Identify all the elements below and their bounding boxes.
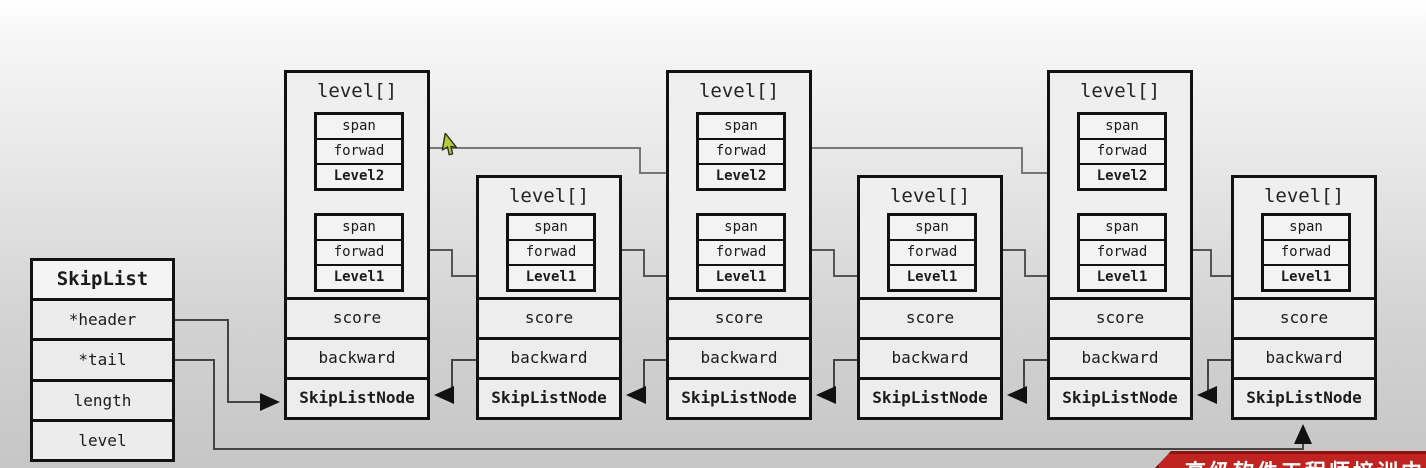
mouse-cursor-icon <box>441 133 458 156</box>
skiplist-struct-box: SkipList *header *tail length level <box>30 258 175 462</box>
backward-row: backward <box>860 337 1000 377</box>
level-array-label: level[] <box>508 185 590 207</box>
level2-entry: span forwad Level2 <box>696 112 786 191</box>
span-cell: span <box>699 115 783 138</box>
skiplist-field-header: *header <box>33 301 172 342</box>
forward-cell: forwad <box>317 138 401 163</box>
score-row: score <box>1050 297 1190 337</box>
watermark-banner-text: 高级软件工程师培训中心 <box>1185 456 1426 468</box>
level1-entry: span forwad Level1 <box>696 213 786 292</box>
level-name-cell: Level1 <box>509 264 593 289</box>
level-name-cell: Level1 <box>699 264 783 289</box>
span-cell: span <box>509 216 593 239</box>
level-array-label: level[] <box>1263 185 1345 207</box>
backward-line-n6-n5 <box>1197 359 1231 404</box>
backward-line-n4-n3 <box>816 359 857 404</box>
skiplist-node-6: level[] span forwad Level1 score backwar… <box>1231 175 1377 420</box>
span-cell: span <box>1264 216 1348 239</box>
score-row: score <box>479 297 619 337</box>
skiplist-field-level: level <box>33 421 172 459</box>
level-name-cell: Level1 <box>1264 264 1348 289</box>
skiplistnode-row: SkipListNode <box>1234 377 1374 417</box>
span-cell: span <box>699 216 783 239</box>
forward-cell: forwad <box>699 138 783 163</box>
skiplistnode-row: SkipListNode <box>669 377 809 417</box>
level-name-cell: Level1 <box>1080 264 1164 289</box>
span-cell: span <box>1080 115 1164 138</box>
span-cell: span <box>317 216 401 239</box>
skiplist-node-3: level[] span forwad Level2 span forwad L… <box>666 70 812 420</box>
level-array-label: level[] <box>1079 80 1161 102</box>
skiplist-field-length: length <box>33 381 172 422</box>
level-array-label: level[] <box>889 185 971 207</box>
score-row: score <box>1234 297 1374 337</box>
score-row: score <box>860 297 1000 337</box>
level1-entry: span forwad Level1 <box>1261 213 1351 292</box>
backward-line-n5-n4 <box>1007 359 1047 404</box>
backward-row: backward <box>479 337 619 377</box>
skiplistnode-row: SkipListNode <box>287 377 427 417</box>
level-array-label: level[] <box>316 80 398 102</box>
forward-cell: forwad <box>317 239 401 264</box>
skiplist-field-tail: *tail <box>33 341 172 382</box>
forward-cell: forwad <box>1264 239 1348 264</box>
level-name-cell: Level2 <box>317 163 401 188</box>
skiplist-node-1: level[] span forwad Level2 span forwad L… <box>284 70 430 420</box>
forward-cell: forwad <box>699 239 783 264</box>
skiplistnode-row: SkipListNode <box>479 377 619 417</box>
header-pointer-line <box>175 319 280 411</box>
forward-cell: forwad <box>1080 239 1164 264</box>
level-name-cell: Level2 <box>699 163 783 188</box>
level2-entry: span forwad Level2 <box>314 112 404 191</box>
level1-entry: span forwad Level1 <box>887 213 977 292</box>
skiplist-struct-title: SkipList <box>33 261 172 301</box>
skiplist-node-5: level[] span forwad Level2 span forwad L… <box>1047 70 1193 420</box>
level-name-cell: Level1 <box>317 264 401 289</box>
skiplistnode-row: SkipListNode <box>1050 377 1190 417</box>
backward-line-n2-n1 <box>434 359 476 404</box>
forward-cell: forwad <box>1080 138 1164 163</box>
level1-entry: span forwad Level1 <box>1077 213 1167 292</box>
forward-level2-line-n3-n5 <box>780 147 1074 182</box>
forward-cell: forwad <box>509 239 593 264</box>
score-row: score <box>287 297 427 337</box>
backward-row: backward <box>287 337 427 377</box>
level-name-cell: Level2 <box>1080 163 1164 188</box>
forward-cell: forwad <box>890 239 974 264</box>
backward-row: backward <box>669 337 809 377</box>
backward-row: backward <box>1234 337 1374 377</box>
level1-entry: span forwad Level1 <box>314 213 404 292</box>
span-cell: span <box>1080 216 1164 239</box>
level-array-label: level[] <box>698 80 780 102</box>
level-name-cell: Level1 <box>890 264 974 289</box>
level2-entry: span forwad Level2 <box>1077 112 1167 191</box>
skiplist-node-4: level[] span forwad Level1 score backwar… <box>857 175 1003 420</box>
backward-line-n3-n2 <box>626 359 666 404</box>
level1-entry: span forwad Level1 <box>506 213 596 292</box>
skiplistnode-row: SkipListNode <box>860 377 1000 417</box>
span-cell: span <box>317 115 401 138</box>
score-row: score <box>669 297 809 337</box>
watermark-banner: 高级软件工程师培训中心 <box>1155 451 1426 468</box>
skiplist-node-2: level[] span forwad Level1 score backwar… <box>476 175 622 420</box>
span-cell: span <box>890 216 974 239</box>
backward-row: backward <box>1050 337 1190 377</box>
